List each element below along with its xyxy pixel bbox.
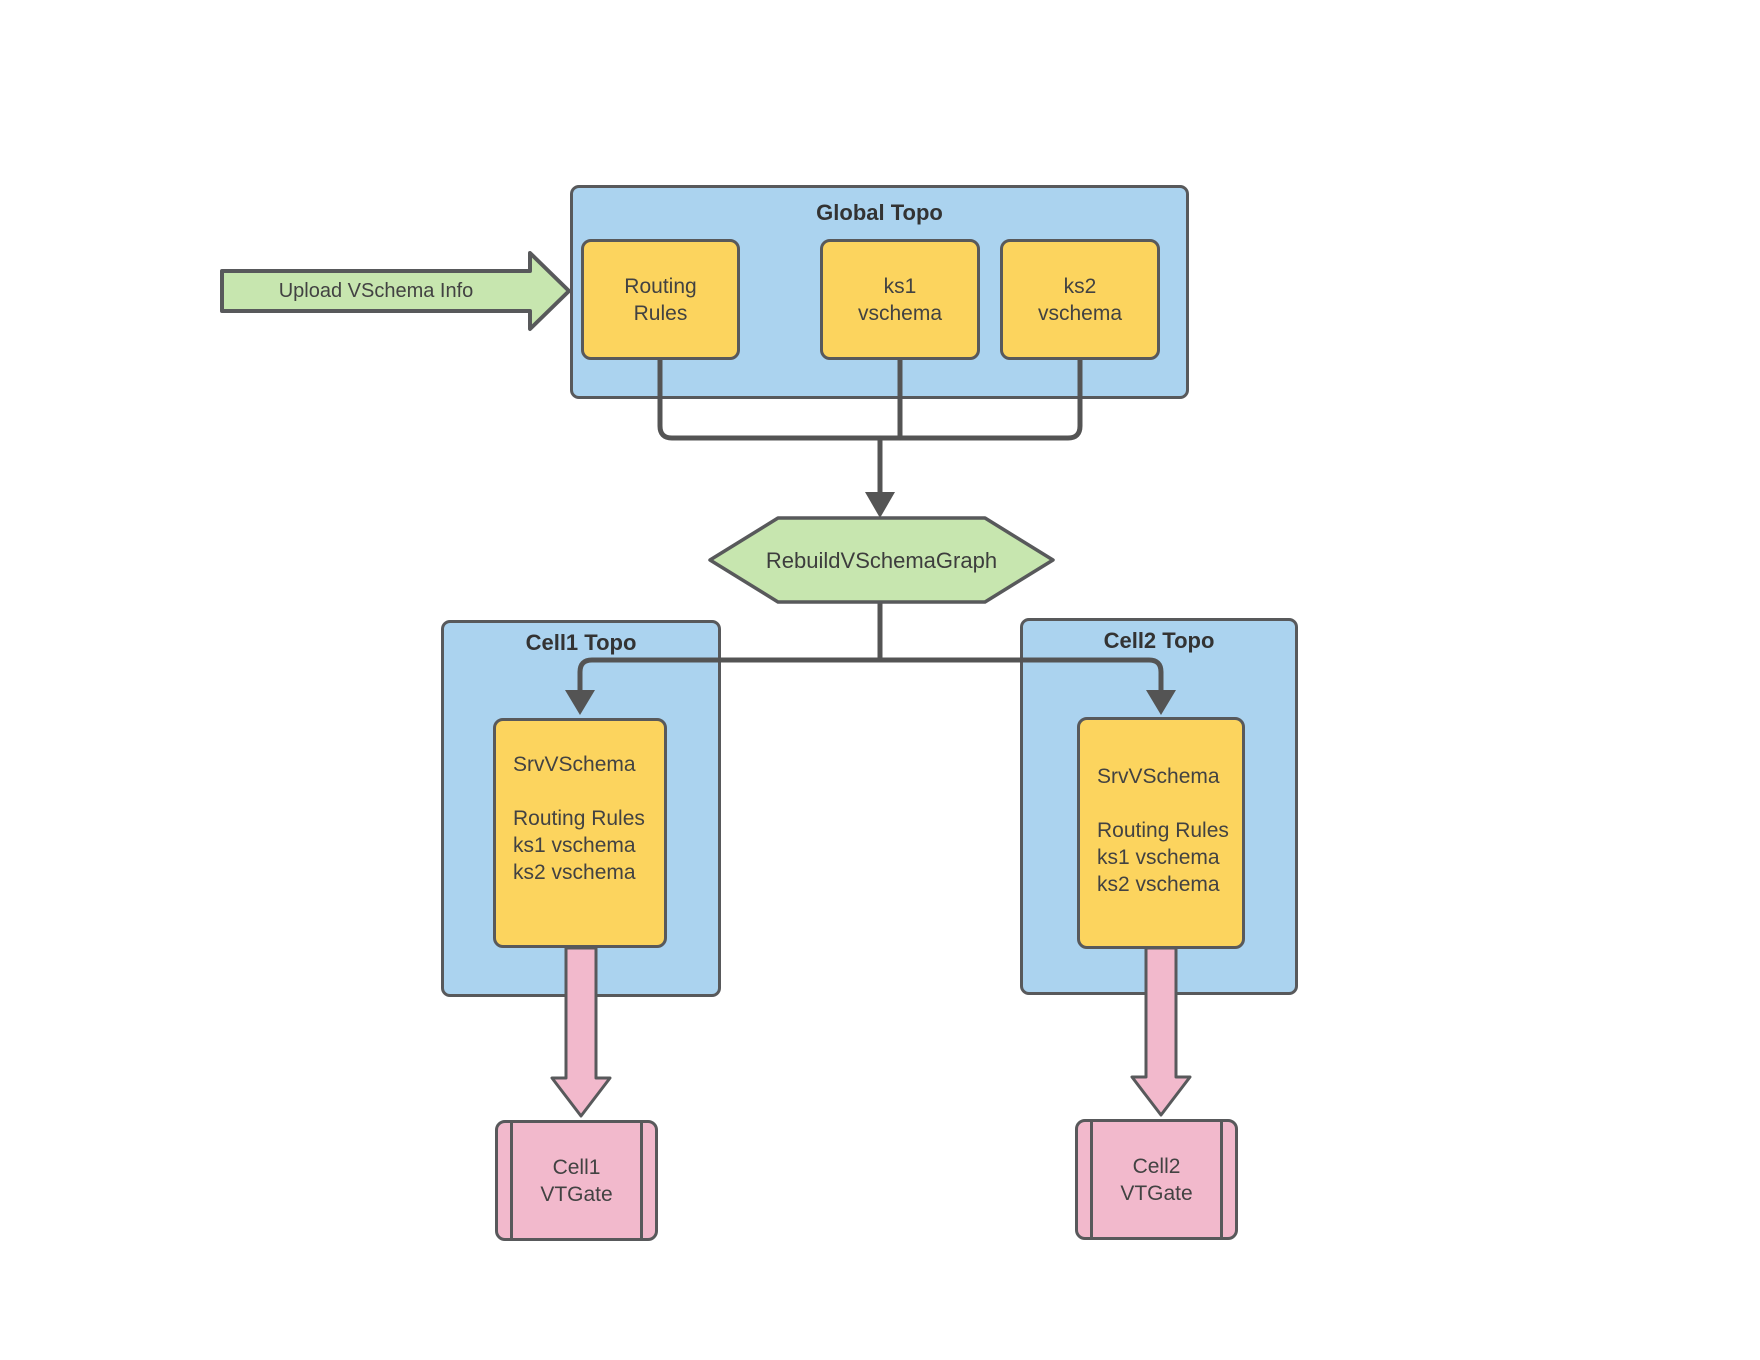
cell1-vtgate-label: Cell1 VTGate	[540, 1155, 613, 1206]
arrowhead-to-cell1	[565, 690, 595, 715]
arrowhead-to-cell2	[1146, 690, 1176, 715]
ks1-vschema-box: ks1 vschema	[820, 239, 980, 360]
cell2-topo-title: Cell2 Topo	[1103, 628, 1215, 653]
vtgate-right-bar	[640, 1123, 643, 1238]
rebuild-vschema-hexagon	[708, 516, 1055, 604]
pink-arrow-cell1	[550, 946, 612, 1118]
cell1-srvvschema-box: SrvVSchema Routing Rules ks1 vschema ks2…	[493, 718, 667, 948]
rebuild-vschema-label: RebuildVSchemaGraph	[765, 547, 998, 573]
arrowhead-to-rebuild	[865, 492, 895, 518]
cell1-topo-title: Cell1 Topo	[525, 630, 637, 655]
upload-vschema-arrow	[220, 251, 571, 331]
vtgate-left-bar	[510, 1123, 513, 1238]
upload-vschema-label: Upload VSchema Info	[278, 279, 474, 302]
connector-global-merge	[657, 357, 1083, 441]
vtgate-right-bar	[1220, 1122, 1223, 1237]
connector-cells-rail	[577, 657, 1164, 697]
vtgate-left-bar	[1090, 1122, 1093, 1237]
ks2-vschema-box: ks2 vschema	[1000, 239, 1160, 360]
routing-rules-box: Routing Rules	[581, 239, 740, 360]
cell2-vtgate-box: Cell2 VTGate	[1075, 1119, 1238, 1240]
cell2-vtgate-label: Cell2 VTGate	[1120, 1154, 1193, 1205]
global-topo-title: Global Topo	[816, 200, 943, 225]
pink-arrow-cell2	[1130, 946, 1192, 1117]
cell1-vtgate-box: Cell1 VTGate	[495, 1120, 658, 1241]
cell2-srvvschema-box: SrvVSchema Routing Rules ks1 vschema ks2…	[1077, 717, 1245, 949]
